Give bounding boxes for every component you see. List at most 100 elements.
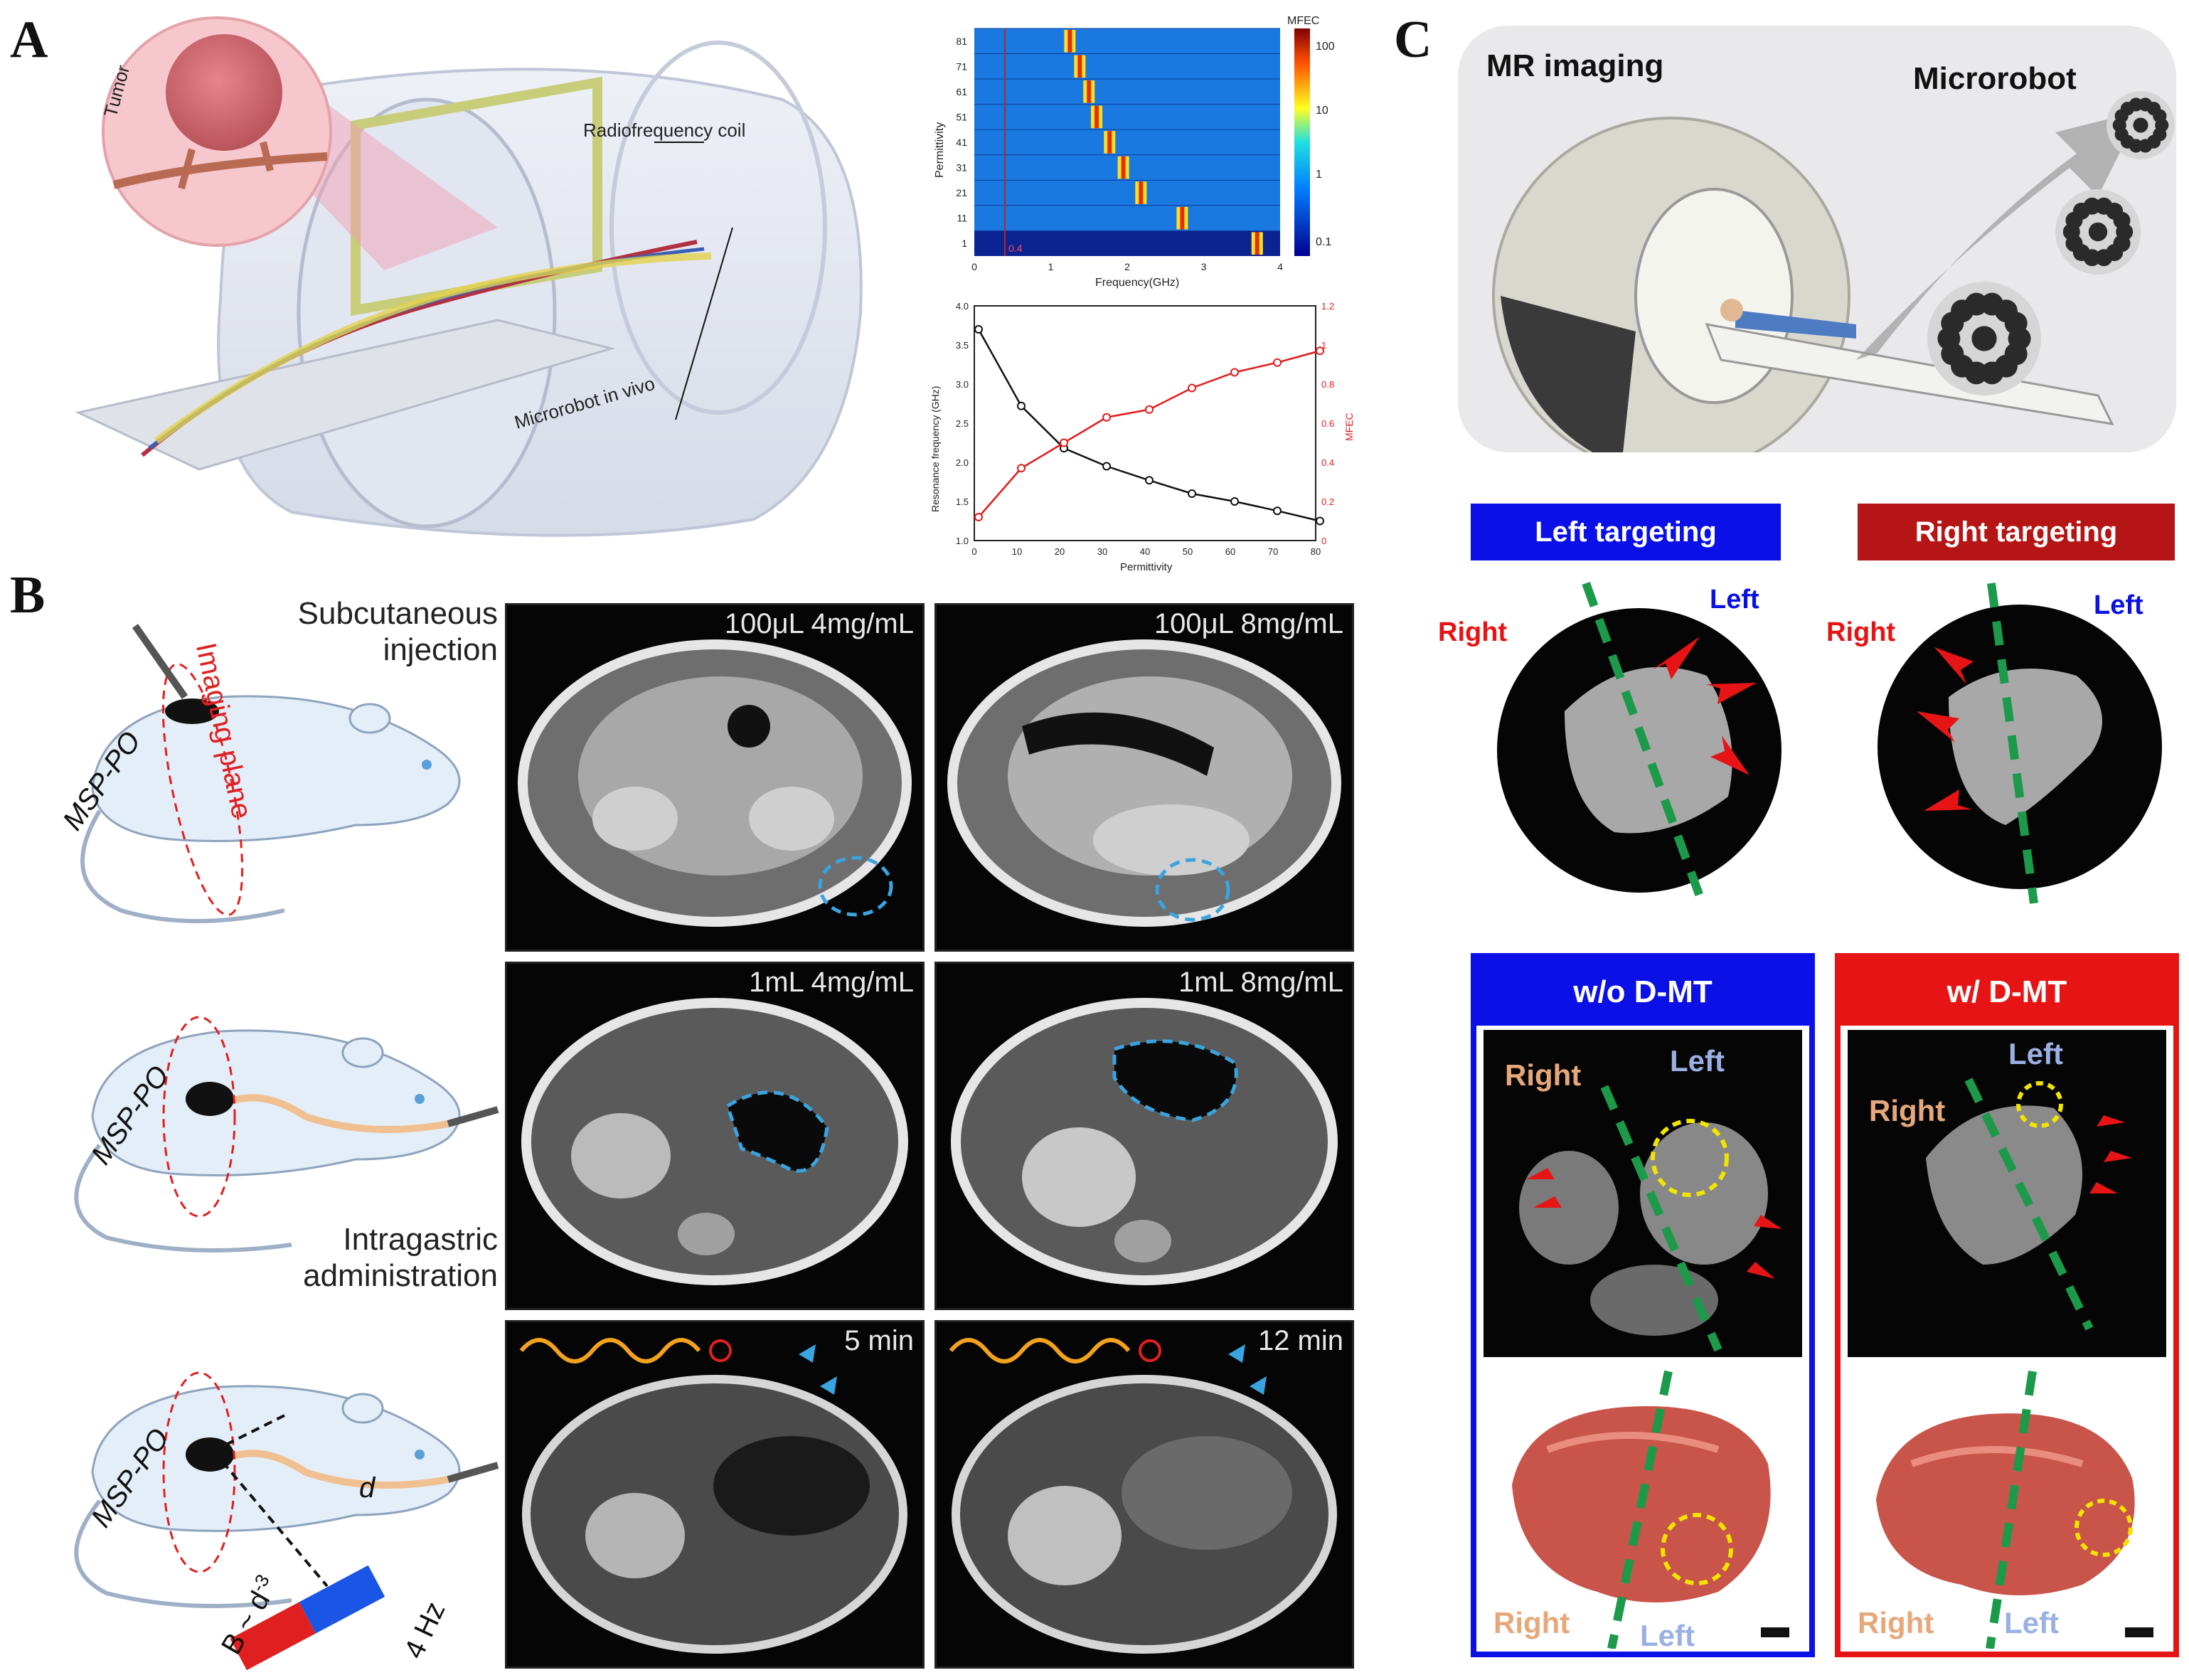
microrobot-bead bbox=[2083, 197, 2101, 215]
chart-y-tick: 2.5 bbox=[956, 418, 969, 429]
imaging-plane-outline-3 bbox=[162, 1371, 236, 1573]
chart-point-0 bbox=[1188, 489, 1196, 498]
without-photo-tumor-ring bbox=[1661, 1513, 1733, 1585]
heatmap-x-tick: 0 bbox=[971, 261, 977, 272]
colorbar-title: MFEC bbox=[1287, 15, 1319, 27]
heatmap-y-tick: 21 bbox=[956, 187, 967, 198]
heatmap-resonance-core bbox=[1094, 105, 1099, 129]
mouse-body bbox=[91, 695, 461, 842]
without-arrow-3 bbox=[1754, 1215, 1782, 1229]
syringe-icon bbox=[132, 624, 188, 699]
mri-label-5: 5 min bbox=[844, 1325, 914, 1356]
without-arrow-1 bbox=[1526, 1168, 1555, 1179]
chart-point-1 bbox=[1316, 346, 1324, 356]
right-arrow-3 bbox=[1924, 790, 1972, 811]
without-dmt-box: w/o D-MT Right Left Right Left bbox=[1471, 953, 1815, 1657]
heatmap-x-tick: 3 bbox=[1201, 261, 1207, 272]
chart-point-1 bbox=[1188, 383, 1196, 393]
without-arrow-2 bbox=[1533, 1196, 1562, 1208]
left-midline bbox=[1582, 581, 1704, 898]
heatmap-x-tick: 2 bbox=[1124, 261, 1130, 272]
mr-scene: MR imaging Microrobot bbox=[1458, 26, 2176, 452]
without-dmt-header: w/o D-MT bbox=[1476, 959, 1809, 1026]
colorbar-tick-100: 100 bbox=[1316, 41, 1335, 53]
heatmap-bands bbox=[974, 28, 1280, 256]
heatmap-resonance-core bbox=[1255, 232, 1259, 255]
mri-image-4: 1mL 8mg/mL bbox=[934, 962, 1354, 1310]
with-photo-left-label: Left bbox=[2004, 1606, 2059, 1639]
mri-label-1: 100μL 4mg/mL bbox=[724, 608, 914, 639]
microrobot-bead bbox=[2133, 117, 2148, 133]
microrobot-bead bbox=[2113, 211, 2131, 229]
chart-x-tick: 80 bbox=[1311, 546, 1321, 557]
with-tumor-ring bbox=[2016, 1081, 2063, 1128]
microrobot-bead bbox=[1964, 292, 1988, 316]
heatmap-colorbar bbox=[1294, 28, 1310, 256]
mri-label-4: 1mL 8mg/mL bbox=[1178, 967, 1343, 998]
heatmap-row-band bbox=[974, 79, 1280, 105]
patient-bed bbox=[75, 319, 616, 471]
microrobot-bead bbox=[2153, 109, 2167, 123]
mri-image-5: 5 min bbox=[505, 1320, 925, 1669]
right-targeting-mri bbox=[1878, 583, 2162, 904]
chart-point-1 bbox=[1145, 405, 1154, 414]
chart-y2label: MFEC bbox=[1343, 413, 1355, 441]
mri-image-1: 100μL 4mg/mL bbox=[505, 603, 925, 952]
chart-point-0 bbox=[1017, 401, 1026, 410]
left-arrow-3 bbox=[1710, 735, 1749, 775]
microrobot-bead bbox=[1971, 326, 1997, 351]
tumor-vessel-branch bbox=[178, 141, 274, 190]
without-left-label: Left bbox=[1670, 1044, 1725, 1078]
heatmap-xlabel: Frequency(GHz) bbox=[1095, 277, 1179, 289]
without-photo-right-label: Right bbox=[1493, 1606, 1570, 1639]
panel-letter-c: C bbox=[1394, 11, 1432, 69]
chart-x-tick: 40 bbox=[1140, 546, 1150, 557]
right-arrow-2 bbox=[1917, 711, 1959, 743]
rf-coil-label: Radiofrequency coil bbox=[583, 119, 746, 141]
microrobot-bead bbox=[2129, 97, 2143, 112]
left-liver-shape bbox=[1565, 666, 1732, 834]
distance-arrow bbox=[212, 1450, 329, 1588]
mri-image-6: 12 min bbox=[934, 1320, 1354, 1669]
right-arrow-1 bbox=[1934, 647, 1974, 684]
with-dmt-mri bbox=[1848, 1030, 2166, 1357]
heatmap-y-tick: 31 bbox=[956, 162, 967, 174]
chart-point-1 bbox=[1060, 438, 1068, 447]
microrobot-bead bbox=[2004, 312, 2028, 335]
mri-image-2-art bbox=[947, 639, 1341, 927]
heatmap-resonance-core bbox=[1087, 80, 1092, 103]
with-photo-midline bbox=[1986, 1371, 2037, 1649]
mri-label-3: 1mL 4mg/mL bbox=[749, 967, 914, 998]
esophagus-3 bbox=[226, 1450, 449, 1489]
imaging-plane-outline-2 bbox=[162, 1016, 236, 1218]
chart-y2-tick: 0.8 bbox=[1321, 379, 1334, 390]
left-arrow-1 bbox=[1653, 637, 1700, 679]
heatmap-row-band bbox=[974, 129, 1280, 155]
heatmap-row-band bbox=[974, 230, 1280, 256]
distance-label: d bbox=[359, 1472, 376, 1504]
heatmap-resonance-core bbox=[1067, 30, 1072, 53]
heatmap-resonance-core bbox=[1139, 181, 1144, 204]
chart-y2-tick: 0.6 bbox=[1321, 418, 1334, 429]
chart-y2-tick: 0 bbox=[1321, 536, 1326, 546]
mouse-tail-3 bbox=[74, 1499, 292, 1608]
heatmap-y-tick: 51 bbox=[956, 111, 967, 122]
tumor-vessel bbox=[112, 152, 328, 189]
right-target-right-label: Right bbox=[1826, 617, 1896, 647]
heatmap-row-band bbox=[974, 180, 1280, 206]
without-dmt-liver-photo bbox=[1512, 1370, 1789, 1649]
chart-x-tick: 30 bbox=[1097, 546, 1107, 557]
mouse-subcutaneous-illustration bbox=[80, 624, 461, 923]
right-midline bbox=[1987, 583, 2038, 904]
without-right-label: Right bbox=[1505, 1058, 1582, 1092]
mouse-tail-2 bbox=[74, 1144, 292, 1253]
left-targeting-mri bbox=[1497, 581, 1781, 898]
without-scale-bar bbox=[1761, 1627, 1789, 1637]
imaging-plane-outline bbox=[161, 663, 244, 916]
mri-label-6: 12 min bbox=[1257, 1325, 1343, 1356]
mri-image-3: 1mL 4mg/mL bbox=[505, 962, 925, 1310]
chart-point-1 bbox=[1017, 464, 1026, 473]
colorbar-tick-10: 10 bbox=[1316, 105, 1328, 117]
